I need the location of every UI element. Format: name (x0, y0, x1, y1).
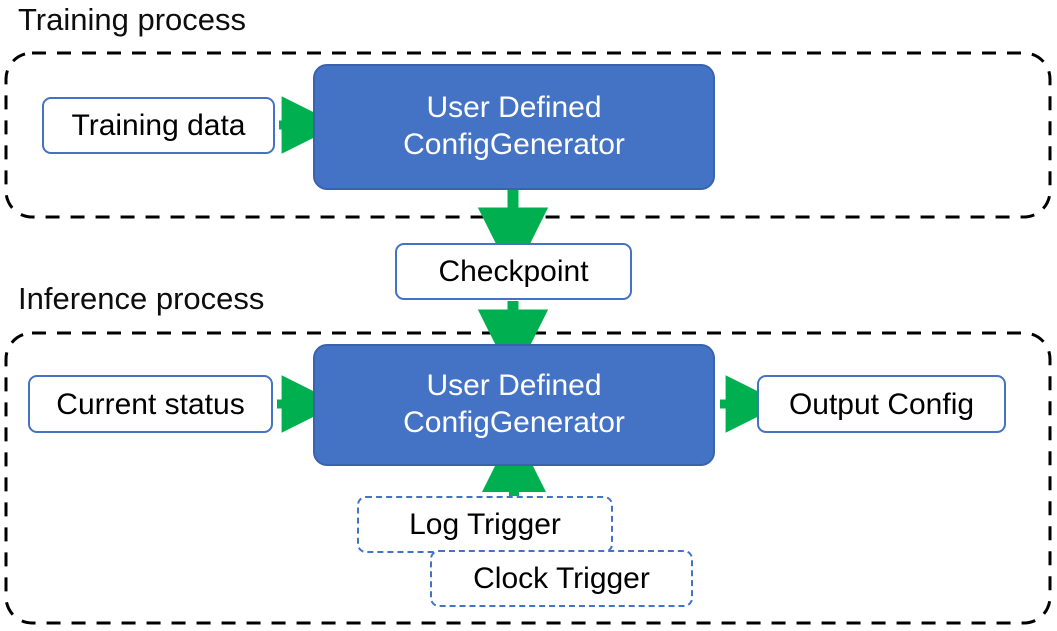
training-process-title: Training process (18, 2, 247, 37)
node-current-status-label: Current status (56, 387, 245, 421)
node-output-config-label: Output Config (788, 387, 975, 421)
node-training-config-generator-line2: ConfigGenerator (403, 128, 625, 161)
node-current-status[interactable]: Current status (28, 375, 273, 433)
node-clock-trigger-label: Clock Trigger (473, 562, 650, 595)
node-training-data[interactable]: Training data (42, 97, 275, 154)
node-inference-config-generator-line2: ConfigGenerator (403, 406, 625, 439)
node-training-data-label: Training data (71, 109, 246, 142)
node-inference-config-generator-line1: User Defined (426, 369, 602, 403)
node-log-trigger-label: Log Trigger (409, 508, 561, 541)
node-checkpoint[interactable]: Checkpoint (395, 243, 632, 300)
node-checkpoint-label: Checkpoint (438, 255, 589, 288)
node-training-config-generator[interactable]: User Defined ConfigGenerator (313, 64, 715, 190)
node-clock-trigger[interactable]: Clock Trigger (430, 550, 693, 607)
node-inference-config-generator[interactable]: User Defined ConfigGenerator (313, 344, 715, 466)
inference-process-title: Inference process (18, 281, 265, 316)
node-training-config-generator-line1: User Defined (426, 91, 602, 125)
node-output-config[interactable]: Output Config (757, 375, 1006, 433)
node-log-trigger[interactable]: Log Trigger (357, 496, 613, 553)
inference-container-outline (4, 331, 1052, 625)
